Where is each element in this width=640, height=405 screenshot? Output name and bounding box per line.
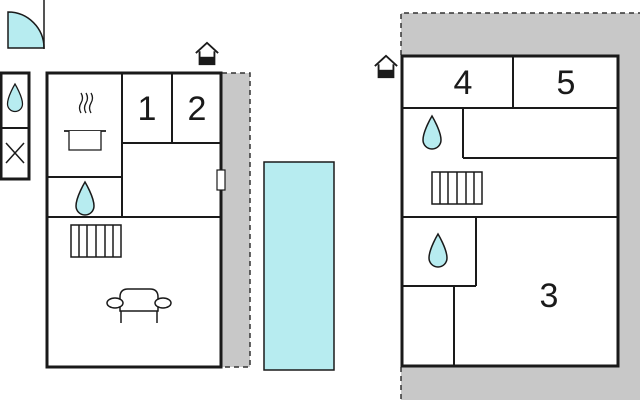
room-number-4: 4 bbox=[454, 64, 473, 102]
right-building-outer-wall bbox=[400, 54, 620, 368]
cross-icon bbox=[5, 142, 25, 164]
water-drop-icon bbox=[75, 181, 95, 216]
pool bbox=[263, 161, 335, 371]
terrace-left bbox=[222, 73, 250, 367]
armchair-icon bbox=[106, 288, 172, 323]
left-building-outer-wall bbox=[45, 71, 223, 369]
terrace-right-dashed-edge-top bbox=[400, 12, 640, 55]
right-building: 4 5 3 bbox=[373, 12, 640, 400]
left-building: 1 2 bbox=[0, 0, 335, 371]
cooking-pot-icon bbox=[64, 92, 106, 151]
room-number-5: 5 bbox=[557, 64, 576, 102]
left-interior-walls bbox=[47, 73, 221, 218]
radiator-icon bbox=[431, 171, 483, 205]
right-interior-walls bbox=[402, 56, 618, 366]
door-swing-icon bbox=[7, 0, 45, 49]
room-number-3: 3 bbox=[540, 277, 559, 315]
side-annex bbox=[0, 71, 31, 181]
terrace-left-dashed-edge bbox=[222, 72, 251, 368]
room-number-1: 1 bbox=[138, 90, 157, 128]
radiator-icon bbox=[70, 224, 122, 258]
room-number-2: 2 bbox=[188, 90, 207, 128]
house-entrance-icon bbox=[373, 54, 399, 79]
house-entrance-icon bbox=[194, 41, 220, 66]
door-marker bbox=[216, 169, 226, 191]
